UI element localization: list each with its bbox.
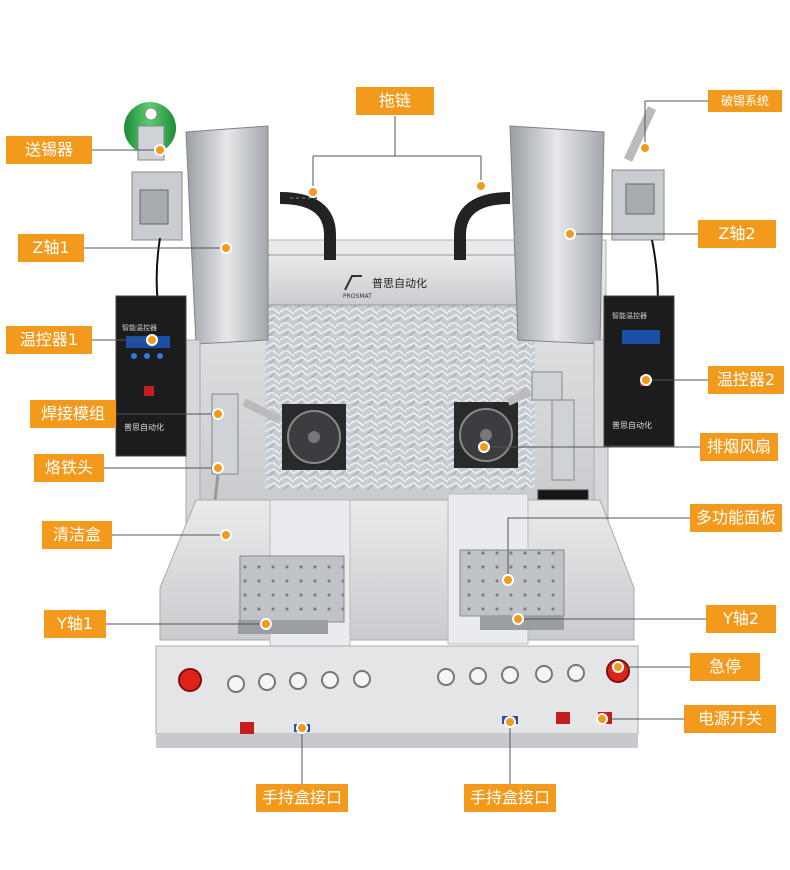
label-power-switch: 电源开关: [684, 705, 776, 733]
brand-logo: 普思自动化 PROSMAT: [343, 275, 427, 300]
controller-1-title: 智能温控器: [122, 323, 157, 332]
label-z-axis-1: Z轴1: [18, 234, 84, 262]
temperature-controller-1: 智能温控器 普思自动化: [115, 295, 187, 457]
label-z-axis-2: Z轴2: [698, 220, 776, 248]
label-temp-controller-1: 温控器1: [6, 326, 92, 354]
estop-button-left[interactable]: [178, 668, 202, 692]
brand-name-en: PROSMAT: [343, 293, 372, 300]
label-cleaning-box: 清洁盒: [42, 521, 112, 549]
temperature-controller-2: 智能温控器 普思自动化: [603, 295, 675, 447]
label-soldering-tip: 烙铁头: [34, 454, 104, 482]
label-solder-breaker: 破锡系统: [708, 90, 782, 112]
exhaust-fan-right: [454, 402, 518, 468]
panel-button[interactable]: [289, 672, 307, 690]
panel-button[interactable]: [321, 671, 339, 689]
panel-button[interactable]: [353, 670, 371, 688]
z1-cover: [185, 125, 269, 345]
leader-lines: [84, 100, 708, 790]
exhaust-fan-left: [282, 404, 346, 470]
controller-1-brand: 普思自动化: [124, 422, 164, 432]
power-switch-middle[interactable]: [556, 712, 570, 724]
z2-cover: [509, 125, 605, 345]
label-handheld-port-2: 手持盒接口: [464, 784, 556, 812]
brand-name-cn: 普思自动化: [372, 276, 427, 290]
label-emergency-stop: 急停: [690, 653, 760, 681]
solder-breaker: [611, 106, 665, 381]
label-y-axis-1: Y轴1: [44, 610, 106, 638]
panel-button[interactable]: [501, 666, 519, 684]
label-handheld-port-1: 手持盒接口: [256, 784, 348, 812]
panel-button[interactable]: [227, 675, 245, 693]
label-exhaust-fan: 排烟风扇: [700, 433, 778, 461]
controller-2-title: 智能温控器: [612, 311, 647, 320]
leader-dots: [146, 142, 652, 734]
panel-button[interactable]: [469, 667, 487, 685]
panel-button[interactable]: [567, 664, 585, 682]
controller-2-brand: 普思自动化: [612, 420, 652, 430]
label-solder-feeder: 送锡器: [6, 136, 92, 164]
label-y-axis-2: Y轴2: [706, 605, 776, 633]
soldering-module-left: [211, 393, 282, 511]
y1-plate: [239, 555, 345, 623]
soldering-module-right: [506, 371, 575, 481]
label-drag-chain: 拖链: [356, 87, 434, 115]
label-multi-panel: 多功能面板: [690, 504, 782, 532]
label-soldering-module: 焊接模组: [30, 400, 116, 428]
panel-button[interactable]: [258, 673, 276, 691]
panel-button[interactable]: [437, 668, 455, 686]
panel-button[interactable]: [535, 665, 553, 683]
drag-chain-right: [454, 192, 511, 260]
power-switch-left[interactable]: [240, 722, 254, 734]
label-temp-controller-2: 温控器2: [708, 366, 784, 394]
